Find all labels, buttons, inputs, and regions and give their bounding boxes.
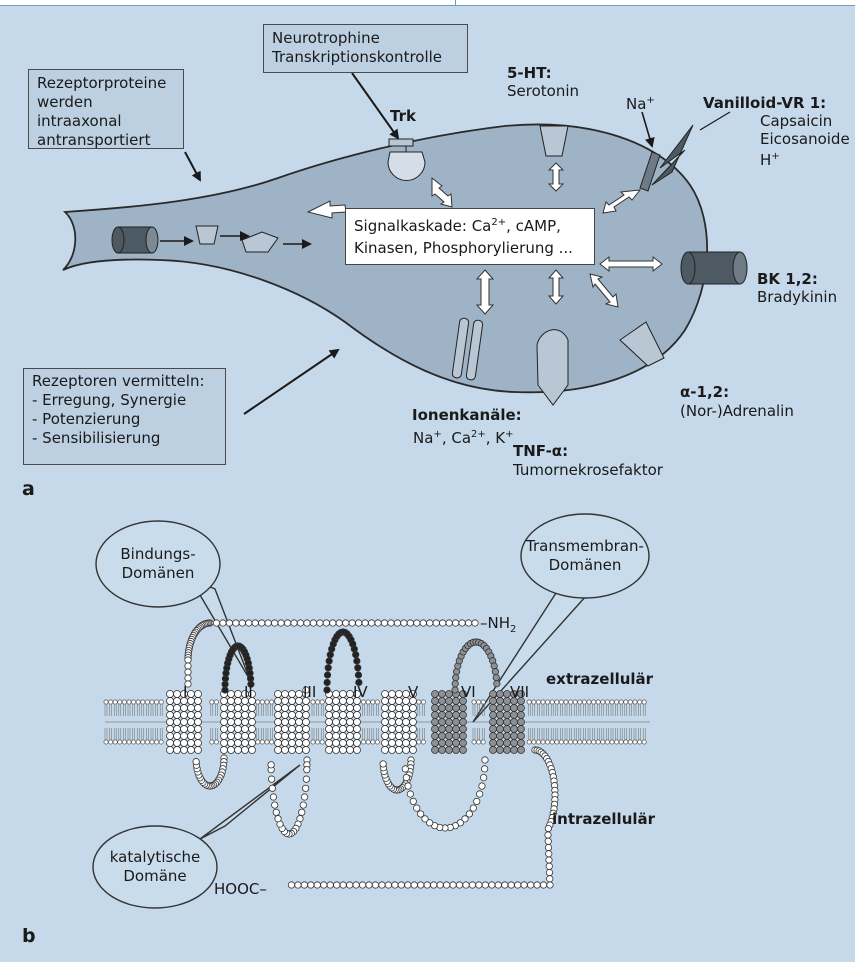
transport-cylinder <box>112 227 158 253</box>
panel-b-label: b <box>22 925 36 947</box>
neurotrophine-line-2: Transkriptionskontrolle <box>272 48 459 67</box>
alpha-title: α-1,2: <box>680 383 729 401</box>
vanilloid-item-2: Eicosanoide <box>760 130 850 148</box>
hooc-label: HOOC– <box>214 880 267 898</box>
receptors-mediate-box: Rezeptoren vermitteln: - Erregung, Syner… <box>23 368 226 465</box>
transport-trapezoid <box>196 226 218 244</box>
receptor-proteins-line-2: werden intraaxonal <box>37 93 175 131</box>
receptor-proteins-line-3: antransportiert <box>37 131 175 150</box>
domain-VII: VII <box>510 683 529 701</box>
domain-III: III <box>303 683 316 701</box>
domain-II: II <box>244 683 253 701</box>
receptors-mediate-line-4: - Sensibilisierung <box>32 429 217 448</box>
bubble-binding-line-1: Bindungs- <box>100 545 216 564</box>
ht5-title: 5-HT: <box>507 64 552 82</box>
bubble-transmembrane-line-2: Domänen <box>522 556 648 575</box>
receptor-proteins-box: Rezeptorproteine werden intraaxonal antr… <box>28 69 184 149</box>
ion-channel-ions: Na+, Ca2+, K+ <box>413 426 514 447</box>
vanilloid-title: Vanilloid-VR 1: <box>703 94 826 112</box>
receptor-proteins-line-1: Rezeptorproteine <box>37 74 175 93</box>
ht5-subtitle: Serotonin <box>507 82 579 100</box>
vanilloid-item-1: Capsaicin <box>760 112 832 130</box>
receptors-mediate-line-1: Rezeptoren vermitteln: <box>32 372 217 391</box>
bk-title: BK 1,2: <box>757 270 818 288</box>
cascade-line-2: Kinasen, Phosphorylierung ... <box>354 237 586 259</box>
domain-VI: VI <box>461 683 476 701</box>
domain-V: V <box>408 683 418 701</box>
extracellular-label: extrazellulär <box>546 670 653 688</box>
bubble-catalytic-line-1: katalytische <box>96 848 214 867</box>
domain-IV: IV <box>353 683 368 701</box>
panel-a-label: a <box>22 478 35 500</box>
na-top-label: Na+ <box>626 92 655 113</box>
receptors-mediate-line-2: - Erregung, Synergie <box>32 391 217 410</box>
nh2-label: –NH2 <box>480 614 516 639</box>
trk-label: Trk <box>390 107 416 125</box>
intracellular-label: intrazellulär <box>552 810 655 828</box>
neurotrophine-box: Neurotrophine Transkriptionskontrolle <box>263 24 468 73</box>
alpha-subtitle: (Nor-)Adrenalin <box>680 402 794 420</box>
tnf-title: TNF-α: <box>513 442 568 460</box>
tnf-receptor <box>537 330 568 405</box>
tnf-subtitle: Tumornekrosefaktor <box>513 461 663 479</box>
bubble-transmembrane-line-1: Transmembran- <box>522 537 648 556</box>
signal-cascade-box: Signalkaskade: Ca2+, cAMP, Kinasen, Phos… <box>345 208 595 265</box>
ion-channel-title: Ionenkanäle: <box>412 406 522 424</box>
bubble-catalytic-line-2: Domäne <box>96 867 214 886</box>
vanilloid-item-3: H+ <box>760 148 780 169</box>
receptors-mediate-line-3: - Potenzierung <box>32 410 217 429</box>
bubble-binding-text: Bindungs- Domänen <box>100 545 216 583</box>
domain-I: I <box>183 683 187 701</box>
bubble-transmembrane-text: Transmembran- Domänen <box>522 537 648 575</box>
bk-receptor <box>681 252 747 284</box>
bk-subtitle: Bradykinin <box>757 288 837 306</box>
receptor-chain <box>167 620 559 888</box>
cascade-line-1: Signalkaskade: Ca2+, cAMP, <box>354 212 586 237</box>
bubble-catalytic-text: katalytische Domäne <box>96 848 214 886</box>
neurotrophine-line-1: Neurotrophine <box>272 29 459 48</box>
bubble-binding-line-2: Domänen <box>100 564 216 583</box>
